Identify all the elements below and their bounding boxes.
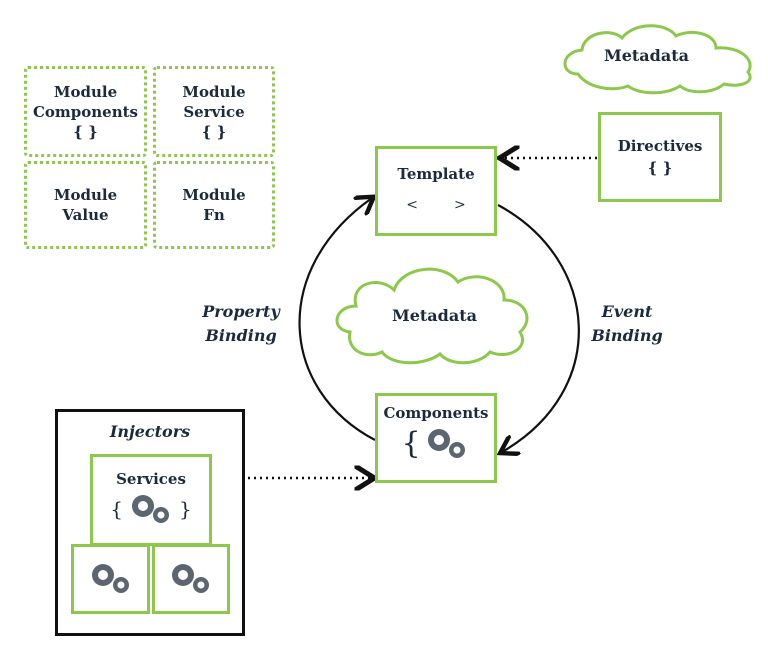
injector-gear-box-right: [152, 544, 230, 614]
injectors-title: Injectors: [109, 422, 191, 441]
event-binding-line2: Binding: [591, 326, 663, 345]
services-title: Services: [116, 470, 186, 488]
module-label: Module: [182, 186, 246, 204]
components-title: Components: [383, 404, 489, 422]
gears-icon: [91, 564, 129, 593]
module-label: Module: [182, 82, 246, 101]
module-braces: { }: [73, 122, 98, 141]
property-binding-line1: Property: [202, 302, 280, 321]
event-binding-arrow: [498, 204, 580, 452]
event-binding-line1: Event: [601, 302, 653, 321]
metadata-cloud-center: [335, 267, 529, 365]
module-label: Module: [53, 82, 118, 101]
services-brace-close: }: [179, 497, 192, 521]
module-value-box: Module Value: [24, 161, 147, 249]
event-binding-label: Event Binding: [582, 300, 672, 348]
directives-box: Directives { }: [598, 112, 722, 202]
property-binding-arrow: [298, 198, 375, 441]
module-label: Components: [32, 102, 139, 121]
module-label: Fn: [203, 206, 225, 224]
services-brace-open: {: [110, 497, 123, 521]
module-braces: { }: [201, 122, 227, 141]
components-box: Components {: [375, 393, 497, 483]
directives-title: Directives: [617, 137, 703, 155]
template-left-angle: <: [406, 197, 418, 213]
property-binding-label: Property Binding: [196, 300, 286, 348]
module-fn-box: Module Fn: [153, 161, 275, 249]
services-box: Services { }: [90, 454, 212, 546]
property-binding-line2: Binding: [205, 326, 277, 345]
module-service-box: Module Service { }: [153, 66, 275, 157]
gears-icon: [172, 564, 209, 593]
template-box: Template < >: [375, 146, 497, 236]
module-label: Value: [62, 206, 109, 224]
gears-icon: [427, 429, 465, 458]
directives-braces: { }: [647, 159, 673, 177]
metadata-top-label: Metadata: [604, 46, 689, 65]
metadata-cloud-top: [563, 24, 752, 95]
injector-gear-box-left: [71, 544, 150, 614]
template-title: Template: [397, 165, 475, 183]
template-right-angle: >: [454, 197, 466, 213]
module-label: Module: [53, 186, 118, 204]
module-components-box: Module Components { }: [24, 66, 147, 157]
module-label: Service: [183, 102, 245, 121]
components-brace: {: [401, 426, 421, 461]
gears-icon: [132, 495, 169, 523]
metadata-center-label: Metadata: [392, 306, 477, 325]
